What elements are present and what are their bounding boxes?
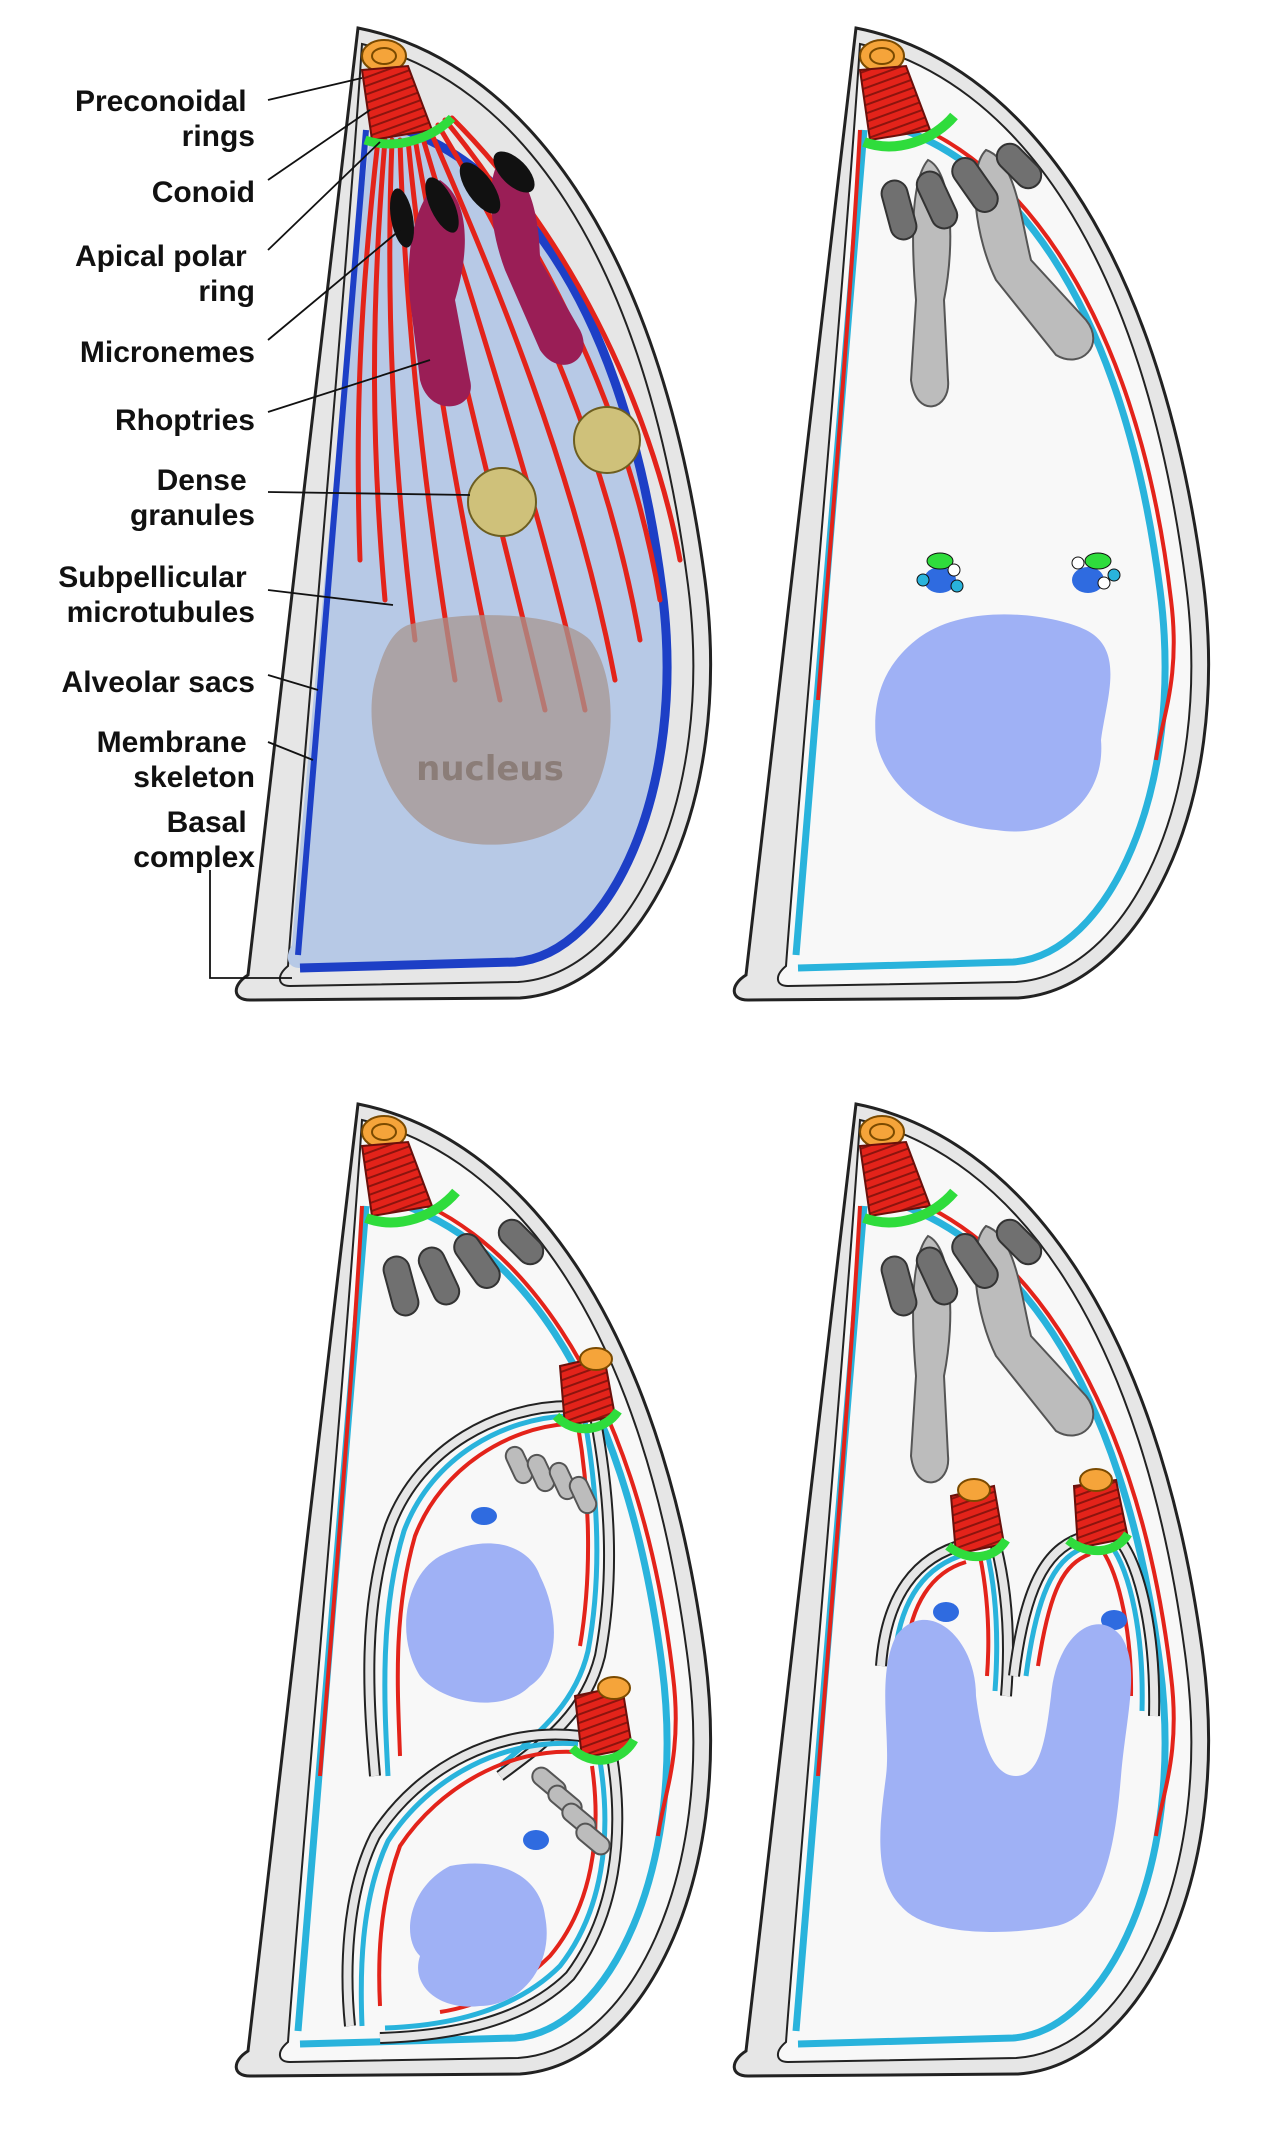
rhoptry-left	[408, 180, 471, 407]
label-rhoptries: Rhoptries	[115, 404, 255, 437]
bud-left	[875, 1478, 1014, 1697]
micronemes	[382, 1218, 545, 1317]
microtubule-layer	[318, 1186, 678, 1837]
label-micronemes: Micronemes	[80, 336, 255, 369]
daughter-cell-lower	[341, 1676, 638, 2044]
centrosome-right	[1071, 552, 1121, 593]
microtubule-layer	[816, 1186, 1176, 1837]
apical-polar-ring	[363, 114, 456, 149]
preconoidal-rings	[859, 39, 905, 73]
pellicle-inner-line	[279, 42, 695, 988]
nucleus	[371, 615, 611, 845]
leader-lines	[209, 77, 471, 979]
micronemes	[880, 142, 1043, 241]
microtubule-layer	[816, 110, 1176, 761]
alveolar-sacs-layer	[295, 129, 369, 956]
nucleus	[875, 614, 1111, 832]
label-dense-granules: Dense granules	[130, 464, 255, 532]
micronemes	[389, 151, 535, 248]
label-basal-complex: Basal complex	[133, 806, 255, 874]
preconoidal-rings	[859, 1115, 905, 1149]
panel-endodyogeny-two-daughters	[234, 1102, 713, 2078]
nucleus-label: nucleus	[416, 749, 564, 789]
preconoidal-rings	[361, 1115, 407, 1149]
micronemes	[880, 1218, 1043, 1317]
panel-budding-daughters	[732, 1102, 1211, 2078]
dense-granule-1	[467, 467, 537, 537]
panel-labelled-cell: nucleus Preconoidal rings	[58, 26, 713, 1002]
rhoptry-right	[490, 160, 584, 365]
apical-polar-ring	[862, 1188, 958, 1228]
panel-cell-centrosomes	[732, 26, 1211, 1002]
label-alveolar-sacs: Alveolar sacs	[62, 666, 255, 699]
centrosome-left	[916, 552, 964, 593]
label-membrane-skeleton: Membrane skeleton	[97, 726, 255, 794]
apical-polar-ring	[364, 1188, 460, 1228]
dense-granule-2	[573, 406, 641, 474]
label-preconoidal-rings: Preconoidal rings	[75, 85, 255, 153]
nucleus	[880, 1619, 1132, 1932]
label-apical-polar-ring: Apical polar ring	[75, 240, 255, 308]
label-conoid: Conoid	[152, 176, 255, 209]
label-subpellicular-microtubules: Subpellicular microtubules	[58, 561, 255, 629]
apical-polar-ring	[862, 112, 958, 152]
labels: Preconoidal rings Conoid Apical polar ri…	[58, 85, 255, 874]
